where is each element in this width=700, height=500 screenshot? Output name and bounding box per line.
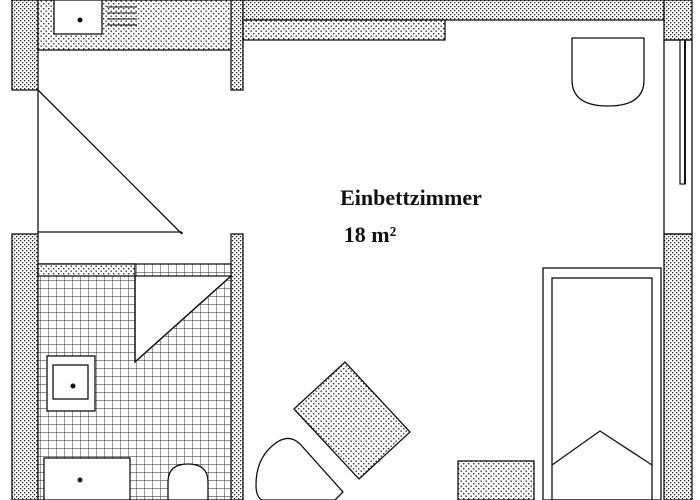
- wall-divider-lower: [230, 233, 244, 500]
- upper-sink-drain: [77, 17, 83, 23]
- room-area-label: 18 m²: [344, 222, 397, 247]
- wardrobe: [242, 19, 446, 41]
- shower-tray: [43, 457, 131, 500]
- shower-drain: [77, 477, 83, 483]
- desk: [293, 361, 411, 480]
- washbasin-bowl: [52, 364, 89, 400]
- entry-door: [37, 89, 183, 235]
- toilet-bowl: [167, 463, 209, 500]
- bed-mattress: [551, 277, 653, 500]
- wall-left-lower: [11, 233, 39, 500]
- bathroom: [37, 263, 233, 500]
- room-name-label: Einbettzimmer: [340, 185, 482, 210]
- door-swing-line: [37, 89, 183, 235]
- washbasin-drain: [70, 383, 76, 389]
- desk-chair: [255, 437, 344, 500]
- wall-divider-upper: [230, 0, 244, 91]
- desk-top: [293, 361, 411, 480]
- nightstand: [457, 460, 535, 500]
- bed: [542, 267, 662, 500]
- room-washbasin: [571, 37, 645, 107]
- bathroom-top-strip: [37, 263, 136, 277]
- wardrobe-body: [242, 19, 446, 41]
- upper-sink-basin: [53, 0, 103, 35]
- window: [663, 39, 693, 235]
- wall-right-upper: [663, 0, 693, 41]
- drainboard-icon: [107, 6, 137, 26]
- wall-left-upper: [11, 0, 39, 91]
- bed-pillow-fold: [551, 430, 653, 466]
- bed-frame: [542, 267, 662, 500]
- wall-top: [242, 0, 665, 21]
- upper-kitchenette: [37, 0, 232, 51]
- wall-right-lower: [663, 233, 693, 500]
